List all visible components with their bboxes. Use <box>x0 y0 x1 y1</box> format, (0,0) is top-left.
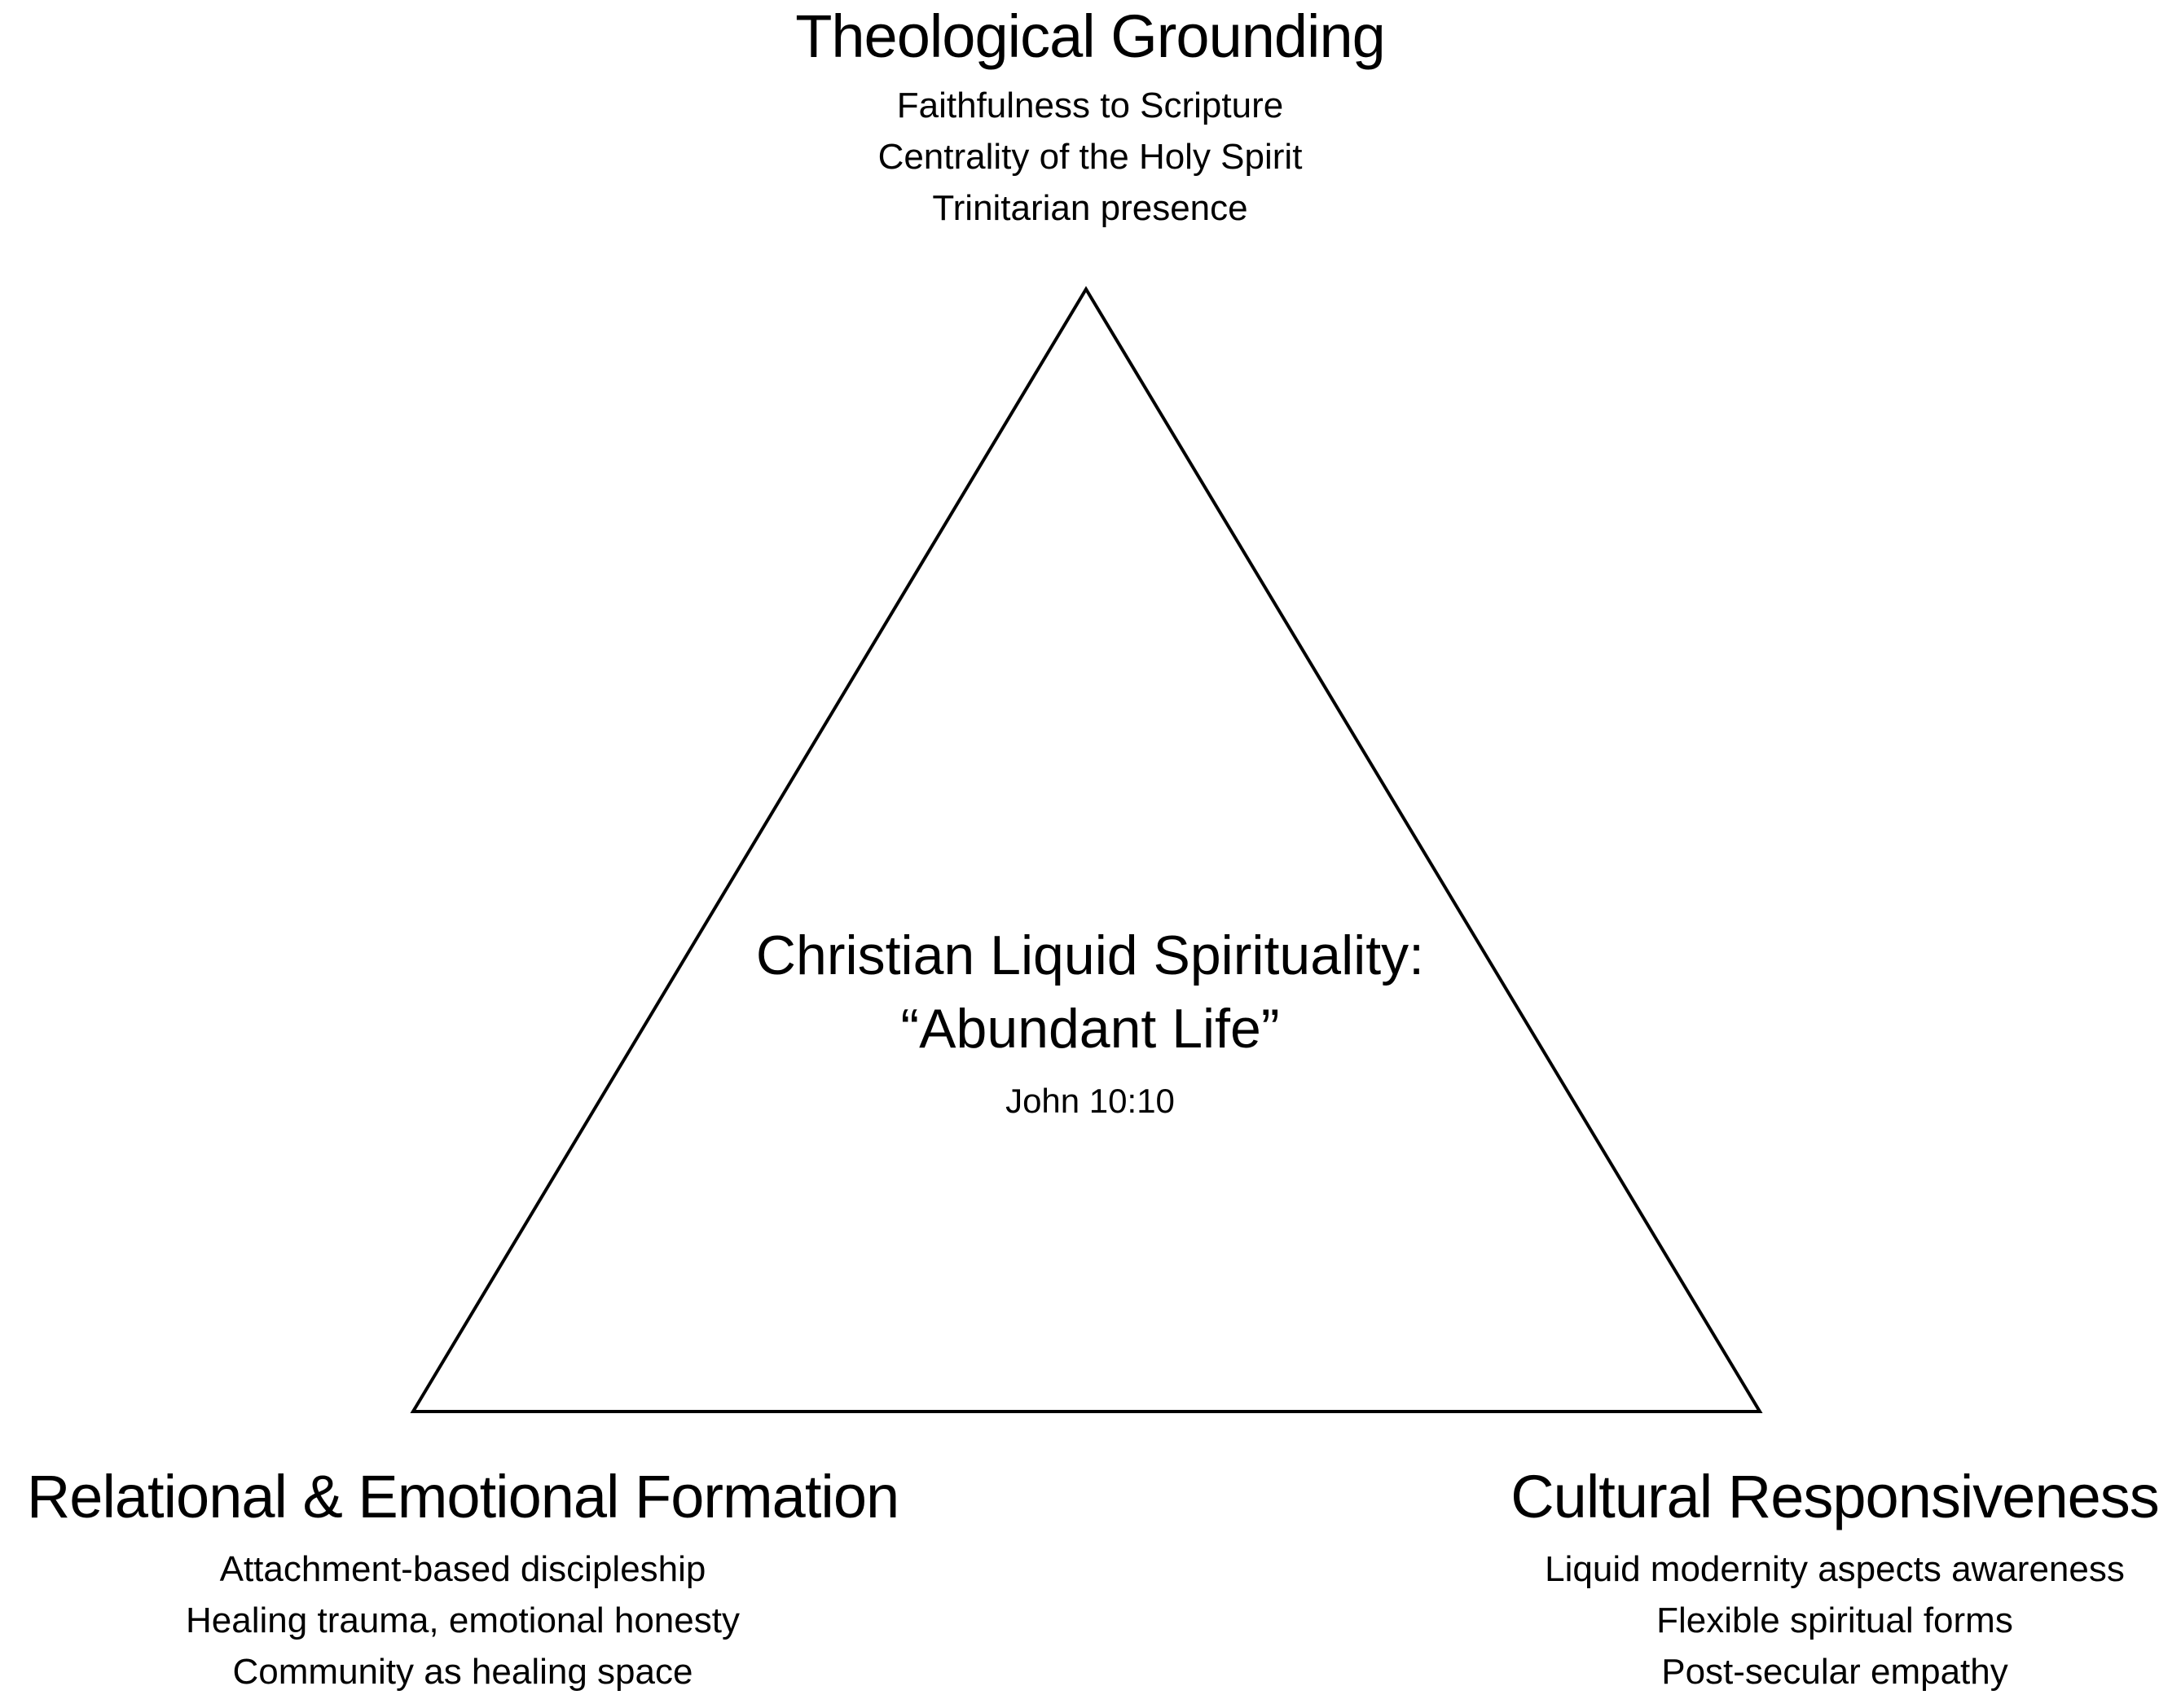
vertex-bottom-left-relational-formation: Relational & Emotional Formation Attachm… <box>0 1460 935 1697</box>
vertex-heading: Relational & Emotional Formation <box>26 1463 899 1530</box>
vertex-top-theological-grounding: Theological Grounding Faithfulness to Sc… <box>601 0 1579 234</box>
vertex-item: Flexible spiritual forms <box>1656 1600 2013 1640</box>
triangle-outline <box>410 286 1763 1413</box>
vertex-bottom-right-cultural-responsiveness: Cultural Responsiveness Liquid modernity… <box>1366 1460 2181 1697</box>
vertex-item-list: Faithfulness to Scripture Centrality of … <box>601 80 1579 234</box>
vertex-item: Community as healing space <box>232 1652 693 1692</box>
vertex-item: Faithfulness to Scripture <box>896 86 1284 125</box>
vertex-item: Attachment-based discipleship <box>219 1549 706 1589</box>
vertex-item: Healing trauma, emotional honesty <box>186 1600 740 1640</box>
vertex-item: Trinitarian presence <box>932 188 1248 228</box>
vertex-item: Liquid modernity aspects awareness <box>1545 1549 2125 1589</box>
vertex-item: Post-secular empathy <box>1661 1652 2008 1692</box>
vertex-heading: Theological Grounding <box>795 2 1386 70</box>
vertex-item-list: Liquid modernity aspects awareness Flexi… <box>1366 1543 2181 1697</box>
center-title-line2: “Abundant Life” <box>900 998 1280 1060</box>
center-reference: John 10:10 <box>1005 1082 1175 1120</box>
vertex-item: Centrality of the Holy Spirit <box>877 137 1303 177</box>
center-title-line1: Christian Liquid Spirituality: <box>755 924 1425 986</box>
center-label: Christian Liquid Spirituality: “Abundant… <box>601 919 1579 1126</box>
vertex-item-list: Attachment-based discipleship Healing tr… <box>0 1543 935 1697</box>
vertex-heading: Cultural Responsiveness <box>1510 1463 2160 1530</box>
